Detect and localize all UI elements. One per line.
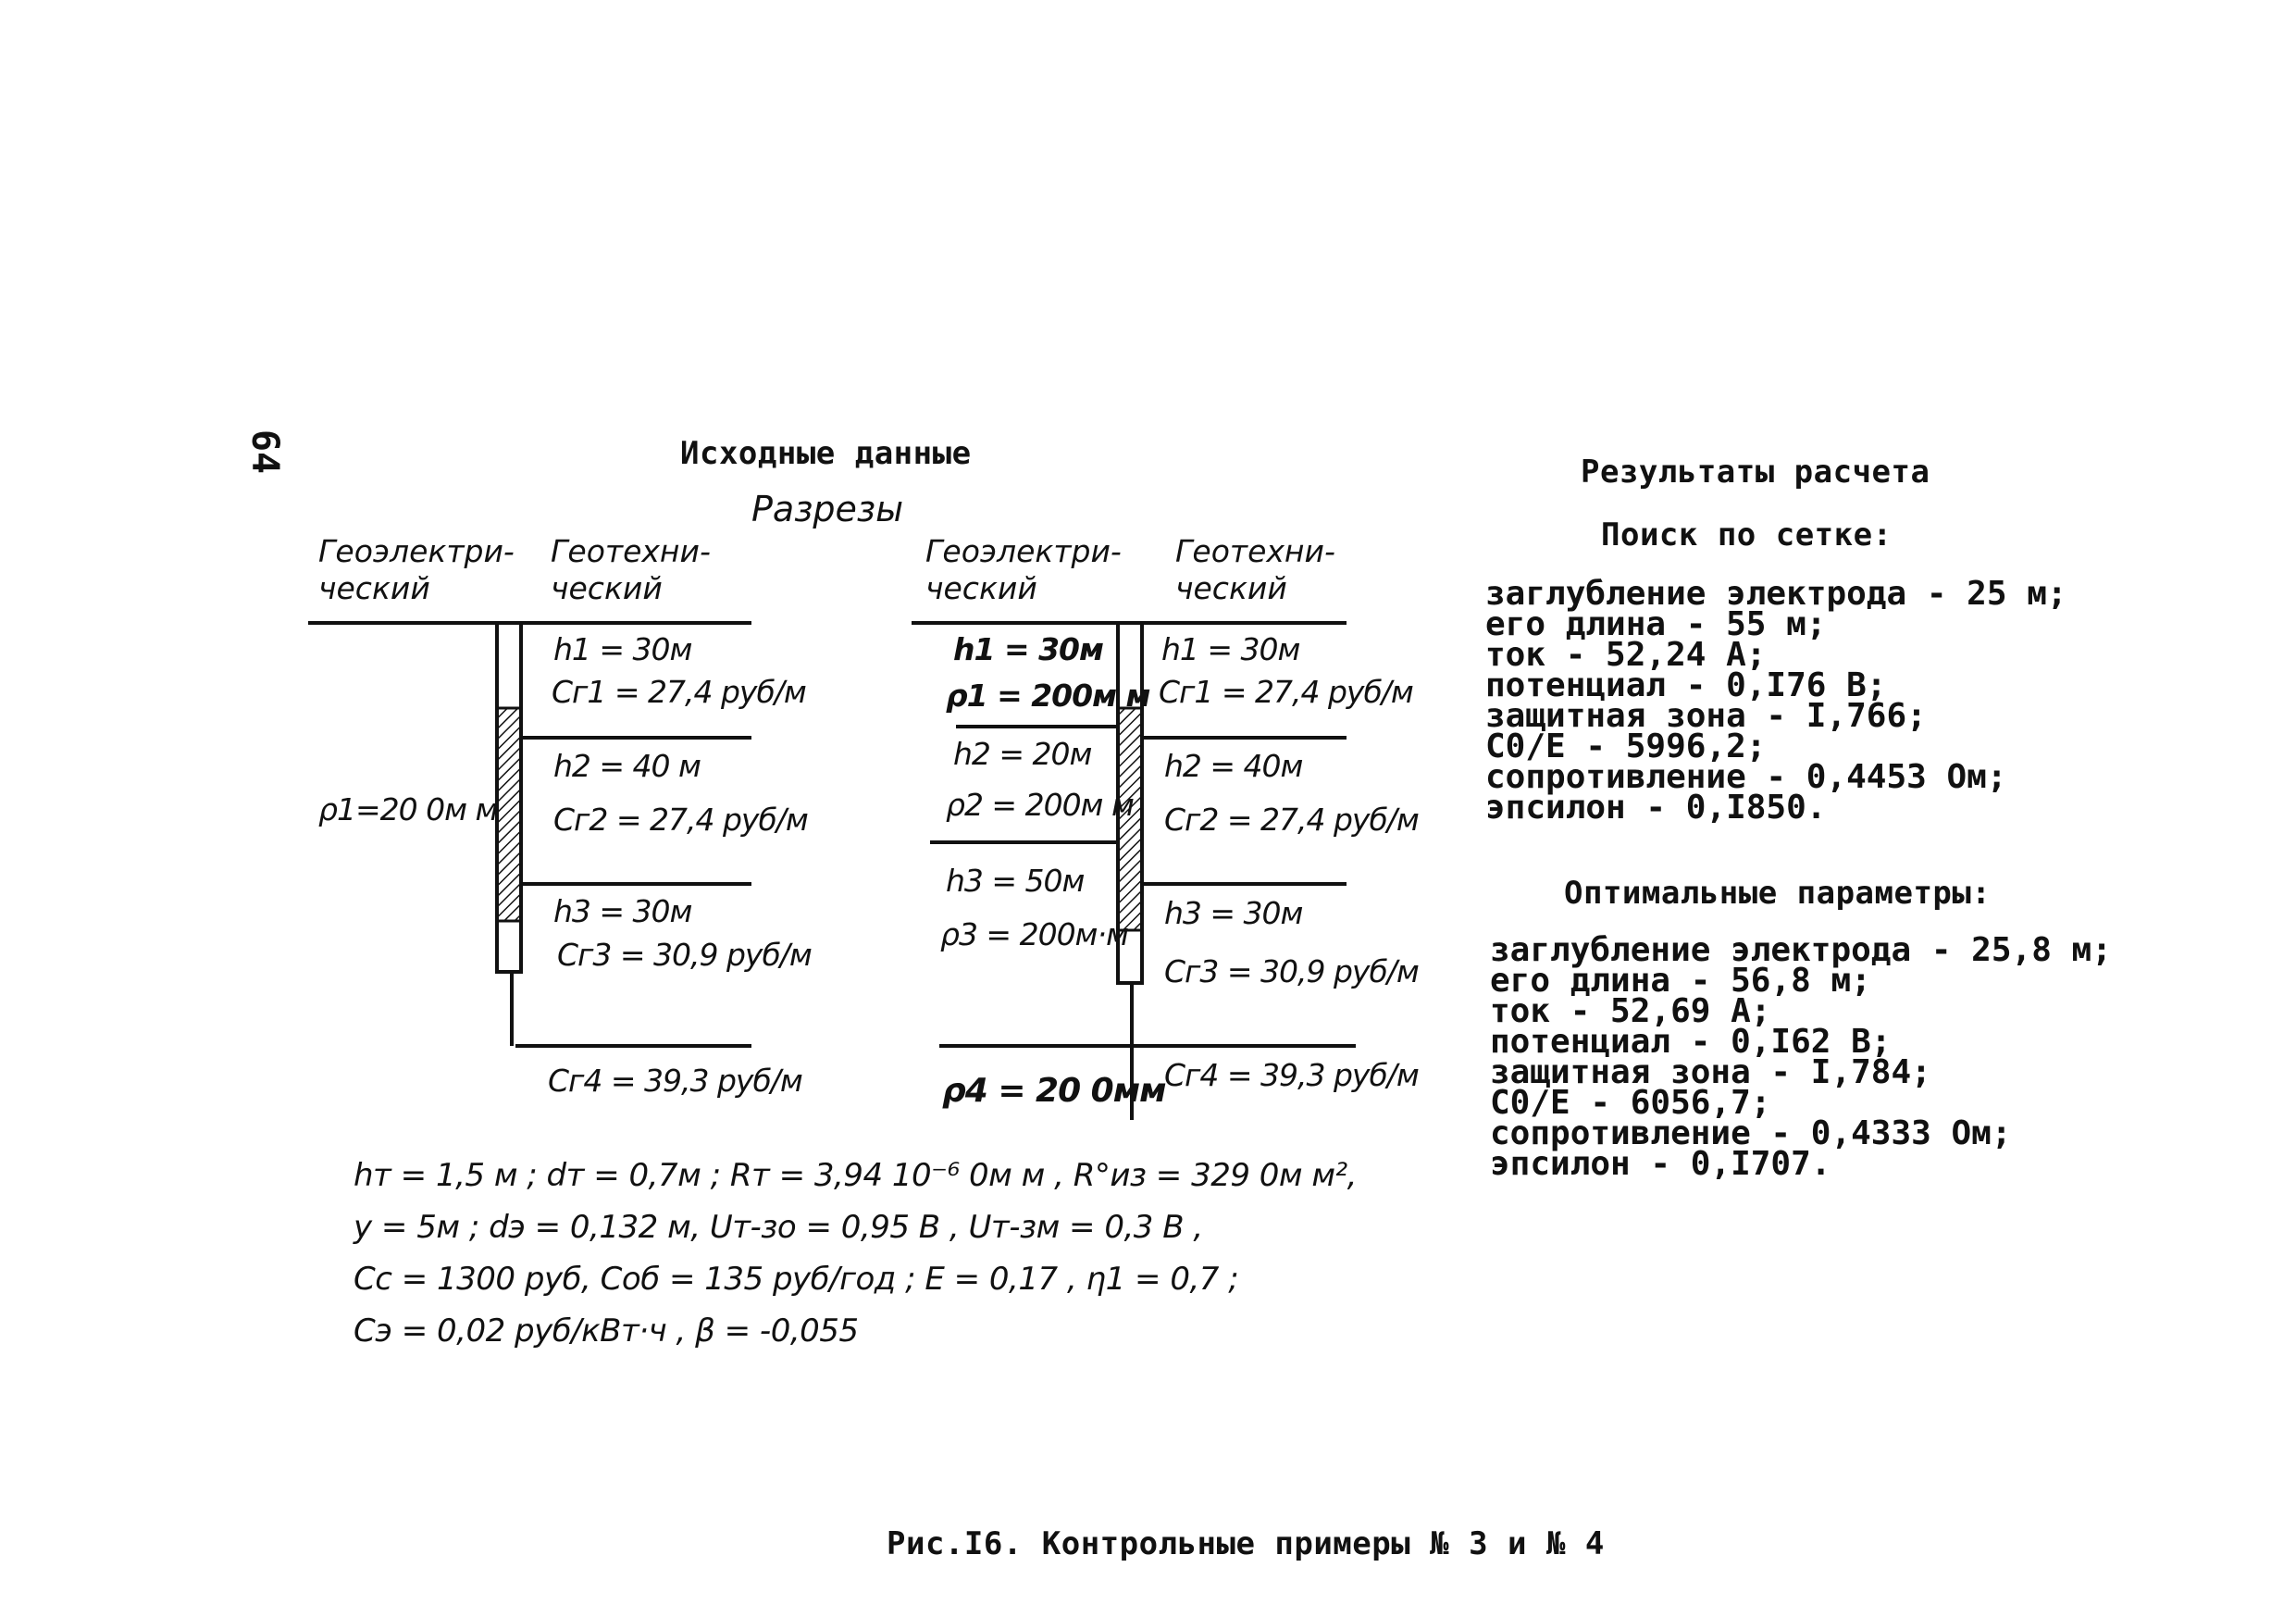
optimal-line: потенциал - 0,I62 В; xyxy=(1490,1023,1892,1061)
grid-search-line: эпсилон - 0,I850. xyxy=(1485,789,1827,827)
s2-t-layer1-c: Cг1 = 27,4 руб/м xyxy=(1159,674,1414,710)
s1-layer2-h: h2 = 40 м xyxy=(553,748,701,784)
s1-layer4-c: Cг4 = 39,3 руб/м xyxy=(548,1063,803,1099)
s2-e-layer1-h: h1 = 30м xyxy=(953,631,1104,667)
optimal-line: C0/E - 6056,7; xyxy=(1490,1084,1771,1122)
s1-layer3-h: h3 = 30м xyxy=(553,893,692,929)
s1-layer3-c: Cг3 = 30,9 руб/м xyxy=(557,937,813,973)
s2-col-geotechnical: Геотехни- ческий xyxy=(1175,533,1335,606)
s2-electrode xyxy=(1116,706,1144,932)
grid-search-list: заглубление электрода - 25 м; его длина … xyxy=(1485,575,2067,827)
params-line-2: y = 5м ; dэ = 0,132 м, Uт-зо = 0,95 В , … xyxy=(354,1209,1203,1246)
s2-e-layer4-rho: ρ4 = 20 0мм xyxy=(942,1072,1167,1110)
grid-search-line: потенциал - 0,I76 В; xyxy=(1485,666,1887,704)
input-data-title: Исходные данные xyxy=(680,435,972,472)
s1-layer2-c: Cг2 = 27,4 руб/м xyxy=(553,802,809,838)
s1-layer1-c: Cг1 = 27,4 руб/м xyxy=(552,674,807,710)
s2-t-layer4-c: Cг4 = 39,3 руб/м xyxy=(1164,1057,1420,1093)
results-title: Результаты расчета xyxy=(1581,454,1930,491)
s2-t-layer2-h: h2 = 40м xyxy=(1164,748,1303,784)
sections-subtitle: Разрезы xyxy=(751,489,904,529)
optimal-line: ток - 52,69 А; xyxy=(1490,992,1771,1030)
s2-e-layer1-rho: ρ1 = 200м м xyxy=(946,678,1151,714)
s2-e-layer2-rho: ρ2 = 200м м xyxy=(946,787,1135,823)
s1-rho: ρ1=20 0м м xyxy=(318,791,498,827)
optimal-heading: Оптимальные параметры: xyxy=(1564,875,1992,912)
params-line-3: Cс = 1300 руб, Cоб = 135 руб/год ; E = 0… xyxy=(354,1261,1239,1298)
s2-t-layer3-c: Cг3 = 30,9 руб/м xyxy=(1164,953,1420,989)
s2-t-layer3-h: h3 = 30м xyxy=(1164,895,1303,931)
optimal-line: сопротивление - 0,4333 Ом; xyxy=(1490,1114,2012,1152)
grid-search-line: сопротивление - 0,4453 Ом; xyxy=(1485,758,2007,796)
optimal-line: эпсилон - 0,I707. xyxy=(1490,1145,1831,1183)
grid-search-line: защитная зона - I,766; xyxy=(1485,697,1927,735)
s2-e-layer3-h: h3 = 50м xyxy=(946,863,1085,899)
s1-electrode xyxy=(495,706,523,923)
optimal-list: заглубление электрода - 25,8 м; его длин… xyxy=(1490,931,2112,1183)
figure-caption: Рис.I6. Контрольные примеры № 3 и № 4 xyxy=(887,1525,1605,1562)
s2-col-geoelectric: Геоэлектри- ческий xyxy=(925,533,1122,606)
s2-e-layer2-h: h2 = 20м xyxy=(953,736,1092,772)
s1-col-geoelectric: Геоэлектри- ческий xyxy=(318,533,515,606)
s2-t-layer2-c: Cг2 = 27,4 руб/м xyxy=(1164,802,1420,838)
s2-t-layer1-h: h1 = 30м xyxy=(1161,631,1300,667)
optimal-line: защитная зона - I,784; xyxy=(1490,1053,1931,1091)
grid-search-line: заглубление электрода - 25 м; xyxy=(1485,575,2067,613)
s2-e-layer3-rho: ρ3 = 200м·м xyxy=(940,916,1129,952)
grid-search-line: его длина - 55 м; xyxy=(1485,605,1827,643)
grid-search-line: ток - 52,24 А; xyxy=(1485,636,1767,674)
grid-search-heading: Поиск по сетке: xyxy=(1601,516,1893,554)
s1-layer1-h: h1 = 30м xyxy=(553,631,692,667)
s1-col-geotechnical: Геотехни- ческий xyxy=(551,533,711,606)
optimal-line: заглубление электрода - 25,8 м; xyxy=(1490,931,2112,969)
grid-search-line: C0/E - 5996,2; xyxy=(1485,728,1767,765)
params-line-4: Cэ = 0,02 руб/кВт·ч , β = -0,055 xyxy=(354,1312,859,1350)
optimal-line: его длина - 56,8 м; xyxy=(1490,962,1871,1000)
params-line-1: hт = 1,5 м ; dт = 0,7м ; Rт = 3,94 10⁻⁶ … xyxy=(354,1157,1357,1194)
